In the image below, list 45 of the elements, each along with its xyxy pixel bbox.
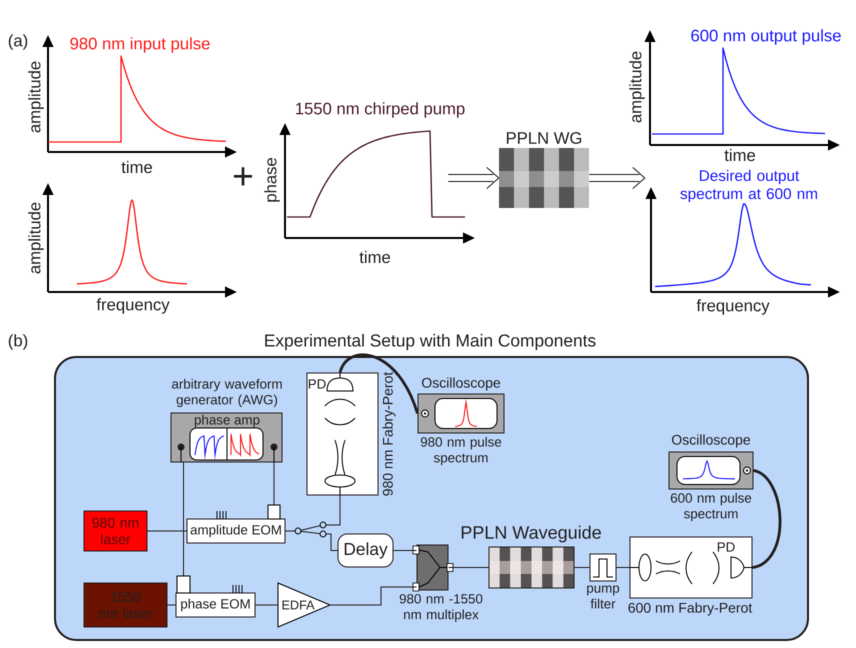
laser-box: 980 nm laser xyxy=(84,510,148,552)
connector-line xyxy=(448,567,490,568)
axis-label: time xyxy=(724,148,755,162)
double-arrow xyxy=(588,166,646,190)
plus-sign: + xyxy=(234,167,252,186)
axis-label: frequency xyxy=(696,299,770,315)
device-label: Oscilloscope xyxy=(672,434,750,448)
connector-line xyxy=(255,604,278,606)
detector-label: PD xyxy=(718,542,735,552)
plot-title: 980 nm input pulse xyxy=(70,37,210,53)
component-label: PPLN WG xyxy=(506,132,582,144)
connector-line xyxy=(183,462,184,576)
laser-box: 1550 nm laser xyxy=(84,582,168,628)
cable xyxy=(752,469,782,569)
axis-label: frequency xyxy=(96,298,170,314)
device-label: 980 nm Fabry-Perot xyxy=(382,372,396,496)
device-label: pump filter xyxy=(587,585,620,608)
panel-letter: (b) xyxy=(8,334,28,350)
axis-label: time xyxy=(360,250,390,264)
panel-title: Experimental Setup with Main Components xyxy=(265,334,596,350)
axis-label: amplitude xyxy=(28,62,44,132)
axis-label: amplitude xyxy=(629,52,645,122)
component-label: PPLN Waveguide xyxy=(462,526,601,542)
connector-line xyxy=(330,586,417,606)
plot-title: 600 nm output pulse xyxy=(691,29,841,45)
axis-label: phase xyxy=(264,158,280,202)
detector-label: PD xyxy=(308,379,326,389)
plot-title: 1550 nm chirped pump xyxy=(296,102,464,118)
delay-box: Delay xyxy=(338,534,394,568)
device-label: arbitrary waveform generator (AWG) xyxy=(172,378,282,408)
plot-title: Desired output spectrum at 600 nm xyxy=(680,170,817,202)
connector-line xyxy=(574,567,590,568)
connector-line xyxy=(616,567,630,568)
connector-line xyxy=(147,530,187,532)
axis-label: amplitude xyxy=(28,202,44,274)
device-label: Oscilloscope xyxy=(422,377,500,391)
axis-label: time xyxy=(122,160,152,174)
double-arrow xyxy=(448,166,500,190)
device-label: 980 nm -1550 nm multiplex xyxy=(400,594,482,622)
device-label: 600 nm pulse spectrum xyxy=(670,492,752,522)
connector-line xyxy=(393,550,417,551)
device-label: 600 nm Fabry-Perot xyxy=(628,602,752,616)
connector-line xyxy=(167,604,176,606)
device-label: 980 nm pulse spectrum xyxy=(420,436,502,466)
channel-label: phase amp xyxy=(194,414,260,428)
